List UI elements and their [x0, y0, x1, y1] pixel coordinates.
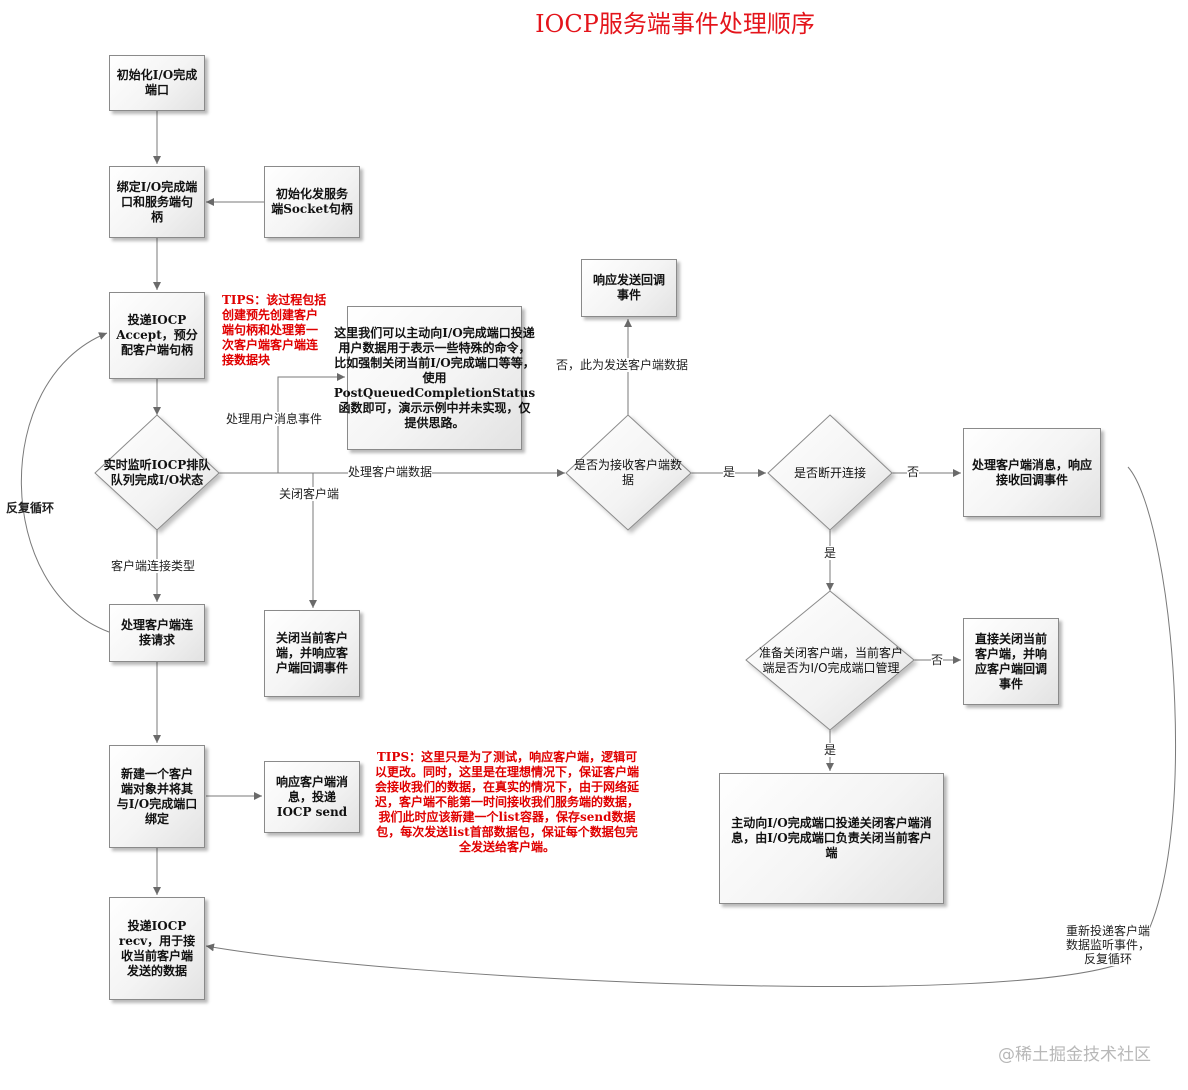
tips-accept: TIPS：该过程包括创建预先创建客户端句柄和处理第一次客户端客户端连接数据块 [222, 293, 327, 367]
node-respond-send[interactable]: 响应客户端消息，投递IOCP send [264, 761, 360, 833]
node-init-port[interactable]: 初始化I/O完成端口 [109, 55, 205, 111]
node-post-recv[interactable]: 投递IOCP recv，用于接收当前客户端发送的数据 [109, 897, 205, 1000]
edge-user-msg [277, 373, 345, 473]
label-yes-disconnect: 是 [824, 546, 837, 560]
label-client-data: 处理客户端数据 [348, 465, 433, 479]
page-title: IOCP服务端事件处理顺序 [535, 10, 815, 38]
decision-is-disconnect-text[interactable]: 是否断开连接 [793, 465, 866, 480]
label-loop: 反复循环 [6, 501, 55, 515]
label-yes-recv: 是 [723, 465, 736, 479]
label-close-client: 关闭客户端 [279, 487, 340, 501]
decision-is-recv-text[interactable]: 是否为接收客户端数据 [574, 458, 683, 487]
diamond-is-recv [565, 414, 692, 531]
node-user-msg-note[interactable]: 这里我们可以主动向I/O完成端口投递用户数据用于表示一些特殊的命令，比如强制关闭… [334, 306, 535, 450]
node-handle-connect[interactable]: 处理客户端连接请求 [109, 604, 205, 662]
node-new-client[interactable]: 新建一个客户端对象并将其与I/O完成端口绑定 [109, 745, 205, 848]
decision-prepare-close-text[interactable]: 准备关闭客户端，当前客户端是否为I/O完成端口管理 [758, 646, 903, 675]
node-respond-send-callback[interactable]: 响应发送回调事件 [581, 259, 677, 317]
watermark: @稀土掘金技术社区 [998, 1045, 1151, 1065]
node-handle-client-msg[interactable]: 处理客户端消息，响应接收回调事件 [963, 428, 1101, 517]
label-conn-type: 客户端连接类型 [111, 559, 196, 573]
diamond-monitor [94, 414, 220, 531]
tips-send: TIPS：这里只是为了测试，响应客户端，逻辑可以更改。同时，这里是在理想情况下，… [374, 750, 639, 854]
label-no-managed: 否 [931, 653, 944, 667]
node-active-close[interactable]: 主动向I/O完成端口投递关闭客户端消息，由I/O完成端口负责关闭当前客户端 [719, 773, 944, 904]
label-yes-managed: 是 [824, 743, 837, 757]
label-repost: 重新投递客户端数据监听事件，反复循环 [1066, 924, 1151, 966]
node-bind-port[interactable]: 绑定I/O完成端口和服务端句柄 [109, 166, 205, 238]
edge-loop [20, 332, 110, 633]
edge-repost [205, 466, 1176, 988]
node-post-accept[interactable]: 投递IOCP Accept，预分配客户端句柄 [109, 292, 205, 379]
label-no-send: 否，此为发送客户端数据 [556, 358, 689, 372]
node-direct-close[interactable]: 直接关闭当前客户端，并响应客户端回调事件 [963, 618, 1059, 705]
node-close-client[interactable]: 关闭当前客户端，并响应客户端回调事件 [264, 610, 360, 697]
label-user-msg-event: 处理用户消息事件 [226, 412, 323, 426]
diamond-is-disconnect [767, 414, 893, 531]
node-init-socket[interactable]: 初始化发服务端Socket句柄 [264, 166, 360, 238]
label-no-disconnect: 否 [907, 465, 920, 479]
diamond-prepare-close [745, 590, 915, 731]
decision-monitor-text[interactable]: 实时监听IOCP排队队列完成I/O状态 [103, 458, 211, 487]
